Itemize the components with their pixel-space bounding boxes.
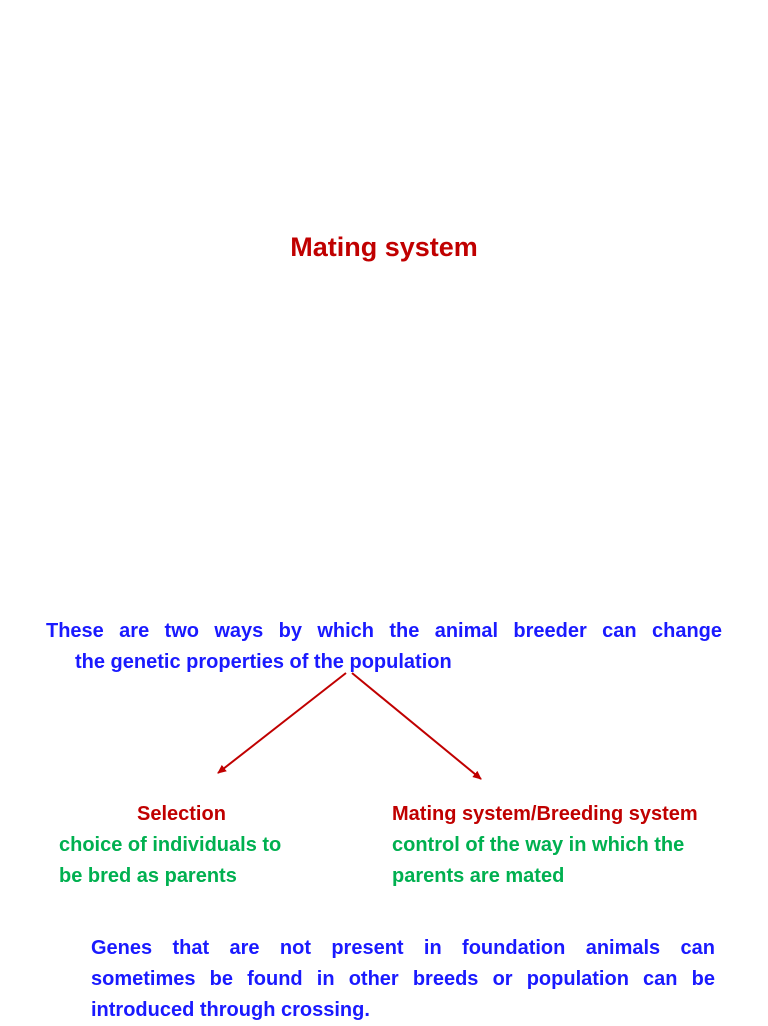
arrow-to-mating-system <box>351 672 482 780</box>
intro-paragraph: These are two ways by which the animal b… <box>46 616 722 678</box>
arrow-to-selection <box>217 672 347 774</box>
genes-paragraph: Genes that are not present in foundation… <box>91 933 715 1026</box>
selection-block: Selection choice of individuals to be br… <box>59 799 359 892</box>
intro-line-2: the genetic properties of the population <box>75 651 452 673</box>
genes-line-2: sometimes be found in other breeds or po… <box>91 968 715 990</box>
genes-line-3: introduced through crossing. <box>91 999 370 1021</box>
slide-title: Mating system <box>290 232 478 262</box>
selection-heading: Selection <box>137 803 226 825</box>
mating-system-heading: Mating system/Breeding system <box>392 803 698 825</box>
mating-system-description: control of the way in which the parents … <box>392 834 685 887</box>
genes-line-1: Genes that are not present in foundation… <box>91 937 715 959</box>
intro-line-1: These are two ways by which the animal b… <box>46 620 722 642</box>
mating-system-block: Mating system/Breeding system control of… <box>392 799 752 892</box>
selection-description: choice of individuals to be bred as pare… <box>59 834 282 887</box>
